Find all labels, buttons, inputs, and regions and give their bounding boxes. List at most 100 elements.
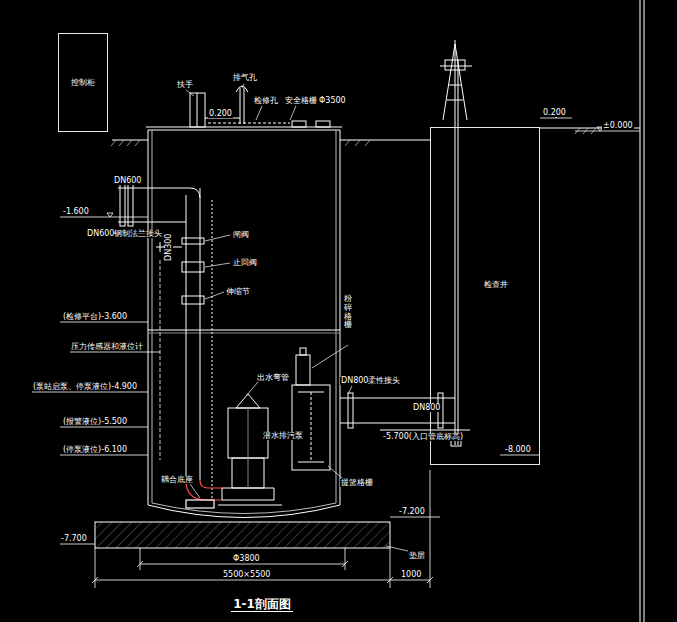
pipe-elbow [186,480,222,508]
drawing-label: -1.600 [62,208,90,216]
node-label: 检查井 [483,280,509,291]
pump-symbol [218,505,282,506]
callout-leader [312,345,348,368]
tank-body [146,127,342,128]
drawing-label: 1000 [400,571,422,579]
callout-leader [186,84,408,551]
foundation [95,522,390,548]
riser-pipe [200,188,201,480]
grinder-symbol [311,392,312,462]
callout-leader [246,382,258,396]
drawing-label: ±0.000 [602,122,634,130]
elevation-leader [575,131,640,132]
drawing-label: Φ3500 [318,97,347,105]
tank-top [197,93,198,127]
well-box: 检查井 [430,127,540,465]
drawing-label: 闸阀 [232,231,250,239]
callout-leader [328,466,342,478]
drawing-label: 提篮格栅 [340,479,374,487]
drawing-label: 安全格栅 [284,97,318,105]
callout-leader [205,263,230,267]
riser-pipe [160,260,161,460]
drawing-label: -7.200 [398,508,426,516]
elevation-leader [60,217,148,218]
pipe-elbow [200,480,222,488]
tank-top [316,121,330,127]
ground-line [365,140,370,146]
callout-leader [242,84,244,88]
pump-symbol [236,394,260,408]
elevation-leader [60,455,148,456]
drawing-label: (泵站启泵、停泵液位)-4.900 [32,383,138,391]
dimension-line [92,577,98,583]
frame-line [644,0,645,622]
drawing-label: 粉碎格栅 [344,294,352,331]
cabinet-box: 控制柜 [58,33,108,132]
callout-leader [290,106,296,120]
ground-line [111,128,596,146]
ground-line [340,140,430,141]
dimension-line [427,577,433,583]
well-pole [447,100,463,101]
tank-top [236,86,248,92]
well-pole [458,60,459,445]
drawing-label: 止回阀 [232,259,258,267]
outlet-pipe [118,184,190,226]
grinder-symbol [298,462,324,463]
drawing-label: DN300 [165,233,173,262]
drawing-label: (报警液位)-5.500 [62,418,128,426]
dimension-line [430,470,431,588]
tank-top [292,121,306,127]
frame-line [640,0,644,622]
callout-leader [348,386,352,394]
elevation-leader [32,114,640,544]
dimension-line [95,580,430,581]
ground-line [345,140,350,146]
dimension-line [390,548,391,588]
inlet-pipe [348,393,353,428]
dimension-line [95,548,96,588]
drawing-label: DN800柔性接头 [340,377,401,385]
riser-pipe [182,296,204,304]
drawing-label: 0.200 [208,110,233,118]
outlet-pipe [128,184,133,226]
elevation-leader [70,352,160,353]
elevation-leader [107,213,113,217]
tank-top [244,88,245,124]
ground-line [111,128,640,146]
tank-top [240,88,241,124]
pump-symbol [222,488,274,500]
tank-body [148,330,340,331]
riser-pipe [182,238,204,244]
dimension-line [342,561,348,567]
elevation-leader [60,322,148,323]
ground-line [355,140,360,146]
drawing-label: -7.700 [60,535,88,543]
drawing-label: DN600钢制法兰接头 [86,230,163,238]
ground-line [119,140,124,146]
riser-pipe [156,188,212,500]
callout-leader [205,292,224,299]
ground-line [127,140,132,146]
elevation-leader [32,392,148,393]
elevation-leader [500,455,540,456]
drawing-label: 0.200 [542,109,567,117]
dimension-line [92,470,433,588]
dimension-line [140,548,141,570]
callout-leader [205,235,230,241]
well-pole [440,40,472,446]
foundation [95,522,390,548]
elevation-leader [60,544,95,545]
tank-top [208,123,290,124]
tank-body [146,127,342,518]
tank-top [190,86,330,127]
callout-leader [190,484,200,498]
pump-symbol [248,408,249,488]
outlet-pipe [120,184,125,226]
riser-pipe [182,262,204,272]
inlet-pipe [340,393,470,430]
drawing-label: 伸缩节 [225,288,251,296]
node-label: 控制柜 [70,78,96,89]
drawing-label: (停泵液位)-6.100 [62,446,128,454]
drawing-label: 排气孔 [232,74,258,82]
